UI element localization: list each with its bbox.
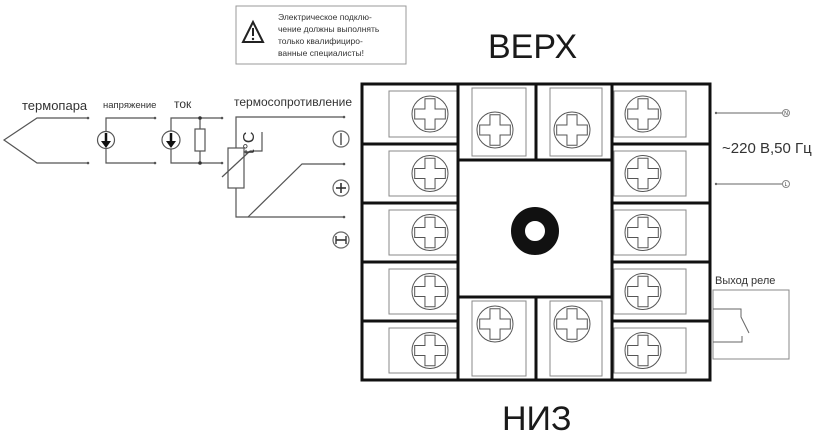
terminal-slot (471, 300, 527, 377)
terminal-marker-minus-top (332, 130, 350, 148)
terminal-slot (471, 87, 527, 157)
screw-icon (624, 214, 662, 251)
power-input: N ~220 В,50 Гц L (714, 109, 812, 188)
screw-icon (476, 305, 514, 343)
warning-line-3: только квалифициро- (278, 36, 363, 46)
screw-icon (624, 273, 662, 310)
screw-icon (476, 111, 514, 149)
current-label: ток (174, 97, 192, 111)
relay-output: Выход реле (712, 275, 790, 360)
power-label: ~220 В,50 Гц (722, 140, 812, 157)
terminal-marker-minus (332, 231, 350, 249)
terminal-slot (549, 300, 603, 377)
terminal-slot (549, 87, 603, 157)
terminal-marker-plus (332, 179, 350, 197)
screw-icon (553, 111, 591, 149)
screw-icon (553, 305, 591, 343)
terminal-slot (613, 327, 687, 374)
screw-icon (411, 332, 449, 369)
center-panel (456, 158, 614, 299)
terminal-block (360, 82, 712, 382)
voltage-label: напряжение (103, 100, 156, 111)
thermocouple-label: термопара (22, 98, 88, 113)
screw-icon (624, 332, 662, 369)
warning-box: Электрическое подклю- чение должны выпол… (235, 5, 407, 65)
relay-label: Выход реле (715, 275, 775, 287)
voltage-source-symbol: напряжение (96, 100, 156, 165)
neutral-marker: N (784, 111, 788, 117)
terminal-slot (613, 90, 687, 138)
warning-line-4: ванные специалисты! (278, 48, 364, 58)
line-marker: L (785, 182, 788, 188)
warning-triangle-icon (241, 19, 265, 43)
rtd-symbol: термосопротивление t°C (221, 95, 352, 219)
warning-line-1: Электрическое подклю- (278, 12, 372, 22)
screw-icon (411, 273, 449, 310)
screw-icon (411, 95, 449, 133)
mounting-hole-icon (511, 207, 559, 255)
screw-icon (624, 155, 662, 192)
temperature-symbol: t°C (241, 132, 258, 154)
warning-line-2: чение должны выполнять (278, 24, 380, 34)
current-source-symbol: ток (161, 97, 224, 165)
screw-icon (411, 155, 449, 192)
top-label: ВЕРХ (488, 28, 577, 66)
rtd-label: термосопротивление (234, 95, 352, 109)
terminal-slot (613, 268, 687, 315)
terminal-slot (613, 209, 687, 256)
screw-icon (624, 95, 662, 133)
screw-icon (411, 214, 449, 251)
thermocouple-symbol: термопара (2, 98, 90, 165)
bottom-label: НИЗ (502, 400, 572, 438)
terminal-slot (613, 150, 687, 197)
